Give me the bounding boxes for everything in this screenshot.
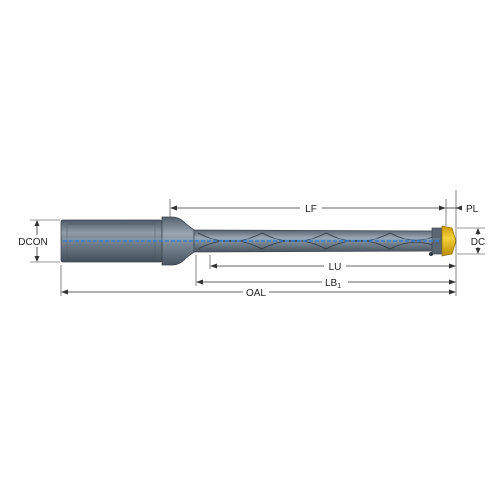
- dcon-arrow-bottom: [34, 256, 40, 262]
- oal-label: OAL: [246, 288, 266, 299]
- dcon-label: DCON: [18, 237, 47, 248]
- dimensions: LF PL DC DCON LU LB1 OAL: [14, 190, 487, 299]
- pl-label: PL: [466, 204, 479, 215]
- flute-lines: [197, 232, 441, 250]
- lb-arrow-right: [449, 279, 456, 285]
- pl-arrow: [456, 205, 462, 211]
- lf-label: LF: [305, 204, 317, 215]
- drill-tool: [60, 216, 457, 266]
- screw-marker: [429, 252, 433, 256]
- oal-arrow-right: [449, 289, 456, 295]
- oal-arrow-left: [61, 289, 68, 295]
- lu-arrow-right: [449, 263, 456, 269]
- dc-arrow-top: [475, 228, 481, 234]
- lf-arrow-left: [170, 205, 177, 211]
- lb-arrow-left: [196, 279, 203, 285]
- cutting-insert: [441, 225, 457, 257]
- dc-label: DC: [471, 237, 485, 248]
- dcon-arrow-top: [34, 220, 40, 226]
- dc-arrow-bottom: [475, 248, 481, 254]
- lu-label: LU: [329, 262, 342, 273]
- lf-arrow-right: [439, 205, 446, 211]
- lu-arrow-left: [210, 263, 217, 269]
- lb-label: LB1: [325, 278, 341, 290]
